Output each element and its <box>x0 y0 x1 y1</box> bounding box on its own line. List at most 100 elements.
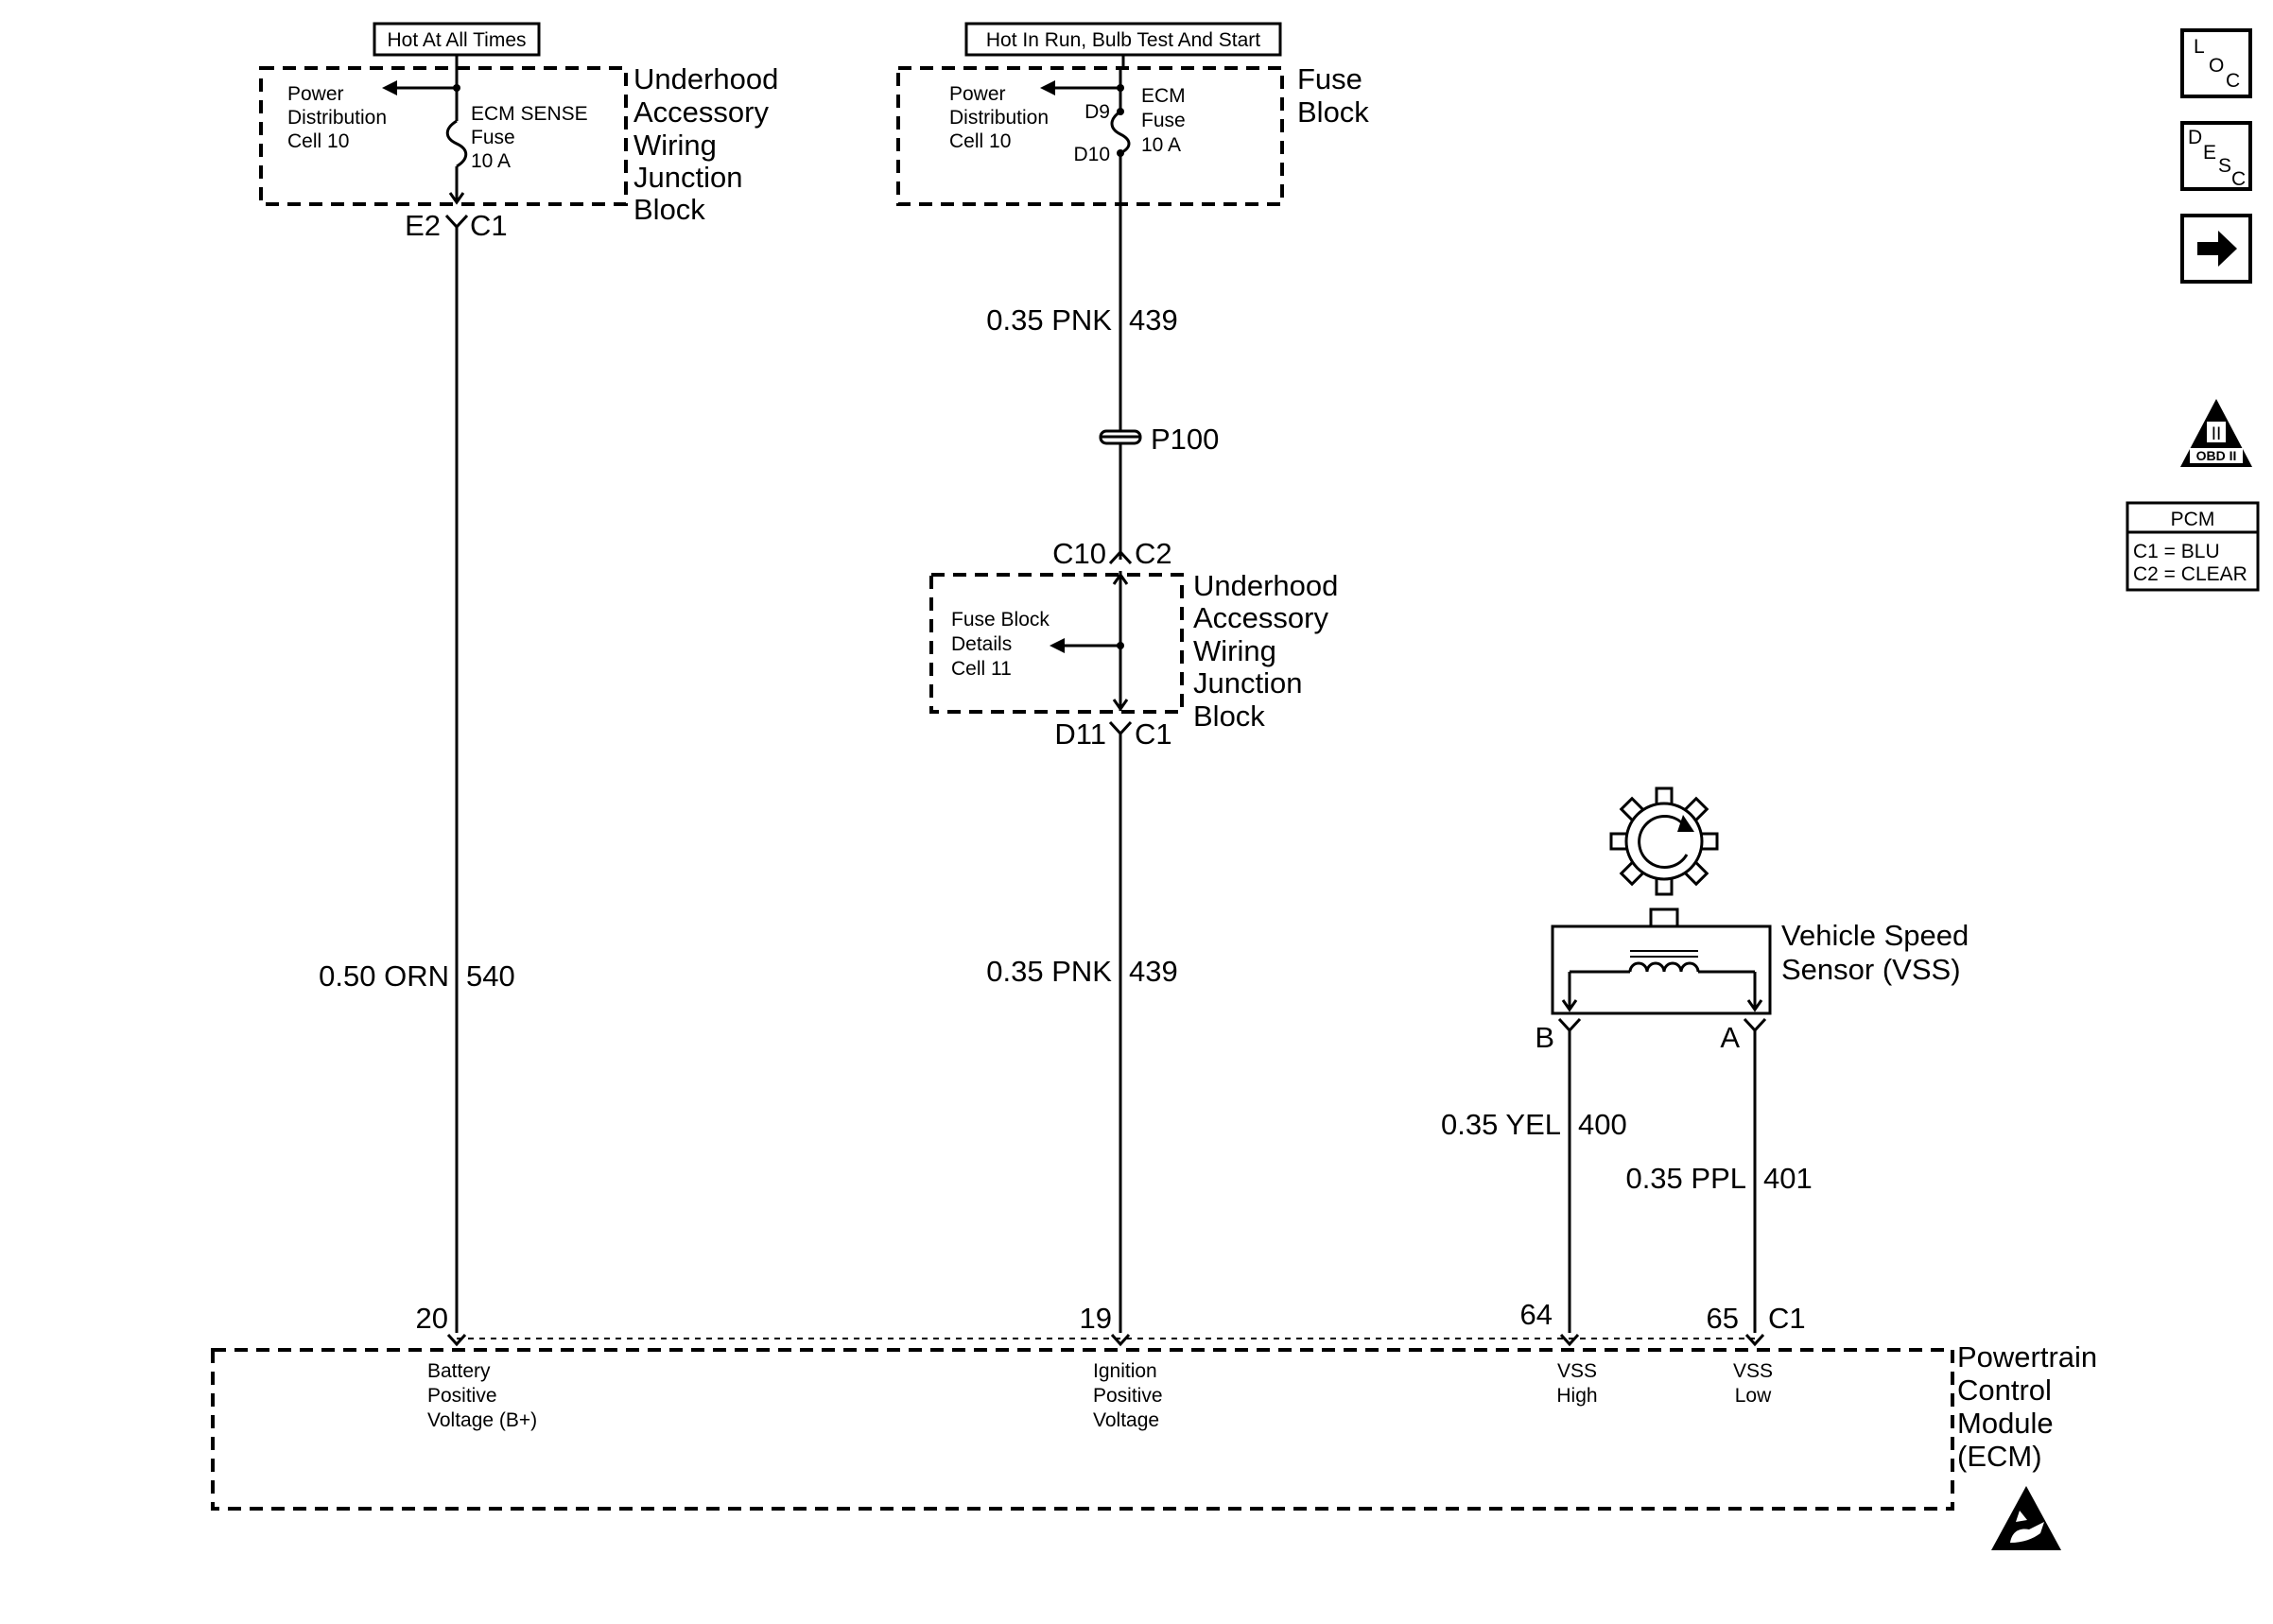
wire-540-circuit: 540 <box>466 959 515 993</box>
vss-name-line1: Vehicle Speed <box>1781 919 1969 952</box>
wire-401-gauge: 0.35 PPL <box>1625 1162 1746 1195</box>
pcm-pin-65: 65 <box>1707 1302 1739 1335</box>
box1-name-line1: Underhood <box>633 62 778 95</box>
box3-ref-line2: Details <box>951 633 1012 655</box>
wire-439-lower-circuit: 439 <box>1129 955 1178 988</box>
box3-ref-line3: Cell 11 <box>951 658 1012 680</box>
box1-fuse-line1: ECM SENSE <box>471 103 588 125</box>
wire-401-circuit: 401 <box>1763 1162 1813 1195</box>
arrow-left-icon <box>1050 638 1065 653</box>
arrow-left-icon <box>382 80 397 95</box>
box2-pin-d10: D10 <box>1073 144 1110 165</box>
box3-name-line2: Accessory <box>1193 601 1328 634</box>
box1-name-line5: Block <box>633 193 705 226</box>
box2-fuse-line3: 10 A <box>1141 134 1181 156</box>
box3-name-line1: Underhood <box>1193 569 1338 602</box>
box2-name-line1: Fuse <box>1297 62 1362 95</box>
pcm-term4-line2: Low <box>1735 1385 1772 1407</box>
arrow-right-icon <box>2197 231 2237 267</box>
obd-ii-label: OBD II <box>2196 448 2237 463</box>
pcm-term2-line2: Positive <box>1093 1385 1163 1407</box>
pcm-name-line2: Control <box>1957 1373 2052 1407</box>
wire-400-circuit: 400 <box>1578 1108 1627 1141</box>
connector-e2-id: C1 <box>470 209 508 242</box>
vehicle-speed-sensor: Vehicle Speed Sensor (VSS) <box>1551 907 1969 1015</box>
box1-fuse-line3: 10 A <box>471 150 511 172</box>
box2-ref-line2: Distribution <box>949 107 1049 129</box>
location-button[interactable]: L O C <box>2180 28 2252 98</box>
box1-name-line4: Junction <box>633 161 742 194</box>
box1-ref-line2: Distribution <box>287 107 387 129</box>
vss-pin-a: A <box>1720 1021 1740 1054</box>
connector-c10-c2: C10 C2 <box>1052 537 1172 570</box>
fuse-icon <box>445 119 468 168</box>
fuse-block: Power Distribution Cell 10 D9 D10 ECM Fu… <box>896 62 1369 206</box>
location-button-l: L <box>2194 36 2205 58</box>
box2-name-line2: Block <box>1297 95 1369 129</box>
box2-ref-line3: Cell 10 <box>949 130 1011 152</box>
box1-ref-line1: Power <box>287 83 344 105</box>
box2-fuse-line1: ECM <box>1141 85 1186 107</box>
splice-p100: P100 <box>1099 423 1219 456</box>
powertrain-control-module: 20 19 64 65 C1 Battery Positive Voltage … <box>211 1298 2097 1511</box>
vss-pin-b: B <box>1535 1021 1554 1054</box>
vss-gear-icon <box>1609 786 1719 896</box>
wire-540-gauge: 0.50 ORN <box>319 959 449 993</box>
description-button-s: S <box>2218 155 2231 177</box>
header-hot-at-all-times-text: Hot At All Times <box>387 29 526 51</box>
pcm-term1-line1: Battery <box>427 1360 491 1382</box>
box3-name-line3: Wiring <box>1193 634 1276 667</box>
wire-439-upper-circuit: 439 <box>1129 303 1178 337</box>
connector-e2-pin: E2 <box>405 209 441 242</box>
box1-ref-line3: Cell 10 <box>287 130 349 152</box>
header-hot-at-all-times: Hot At All Times <box>373 22 541 57</box>
description-button-c: C <box>2231 168 2246 190</box>
pcm-connector-c1: C1 <box>1768 1302 1806 1335</box>
underhood-junction-block-left: Power Distribution Cell 10 ECM SENSE Fus… <box>259 62 778 226</box>
obd-ii-icon[interactable]: II OBD II <box>2180 399 2252 467</box>
box2-pin-d9: D9 <box>1084 101 1110 123</box>
legend-c1: C1 = BLU <box>2133 541 2220 562</box>
pcm-name-line4: (ECM) <box>1957 1440 2042 1473</box>
pcm-term3-line1: VSS <box>1557 1360 1597 1382</box>
underhood-junction-block-middle: Fuse Block Details Cell 11 Underhood Acc… <box>929 569 1338 733</box>
pcm-term2-line1: Ignition <box>1093 1360 1157 1382</box>
location-button-o: O <box>2209 55 2224 77</box>
header-hot-in-run: Hot In Run, Bulb Test And Start <box>964 22 1282 57</box>
connector-c2-id: C2 <box>1135 537 1172 570</box>
obd-ii-roman: II <box>2212 424 2222 444</box>
legend-title: PCM <box>2171 509 2215 530</box>
pcm-term2-line3: Voltage <box>1093 1409 1159 1431</box>
connector-c10-pin: C10 <box>1052 537 1106 570</box>
description-button[interactable]: D E S C <box>2180 121 2252 191</box>
pcm-pin-64: 64 <box>1520 1298 1553 1331</box>
box1-fuse-line2: Fuse <box>471 127 515 148</box>
pcm-term4-line1: VSS <box>1733 1360 1773 1382</box>
vss-name-line2: Sensor (VSS) <box>1781 953 1961 986</box>
wire-400-gauge: 0.35 YEL <box>1441 1108 1561 1141</box>
header-hot-in-run-text: Hot In Run, Bulb Test And Start <box>986 29 1260 51</box>
box3-ref-line1: Fuse Block <box>951 609 1050 631</box>
connector-d11-pin: D11 <box>1054 717 1106 751</box>
connector-d11-id: C1 <box>1135 717 1172 751</box>
box3-name-line4: Junction <box>1193 666 1302 700</box>
pcm-pin-20: 20 <box>416 1302 448 1335</box>
description-button-e: E <box>2203 142 2216 164</box>
next-page-button[interactable] <box>2180 214 2252 284</box>
coil-icon <box>1628 961 1700 973</box>
pcm-pin-19: 19 <box>1080 1302 1112 1335</box>
description-button-d: D <box>2188 127 2202 148</box>
box1-name-line3: Wiring <box>633 129 717 162</box>
arrow-left-icon <box>1040 80 1055 95</box>
pcm-term1-line2: Positive <box>427 1385 497 1407</box>
wire-439-upper-gauge: 0.35 PNK <box>986 303 1112 337</box>
esd-warning-icon <box>1991 1486 2061 1550</box>
splice-p100-label: P100 <box>1151 423 1219 456</box>
location-button-c: C <box>2226 70 2240 92</box>
box3-name-line5: Block <box>1193 700 1265 733</box>
pcm-connector-legend: PCM C1 = BLU C2 = CLEAR <box>2126 501 2260 592</box>
box2-fuse-line2: Fuse <box>1141 110 1186 131</box>
pcm-term3-line2: High <box>1556 1385 1597 1407</box>
connector-d11-c1: D11 C1 <box>1054 717 1171 751</box>
